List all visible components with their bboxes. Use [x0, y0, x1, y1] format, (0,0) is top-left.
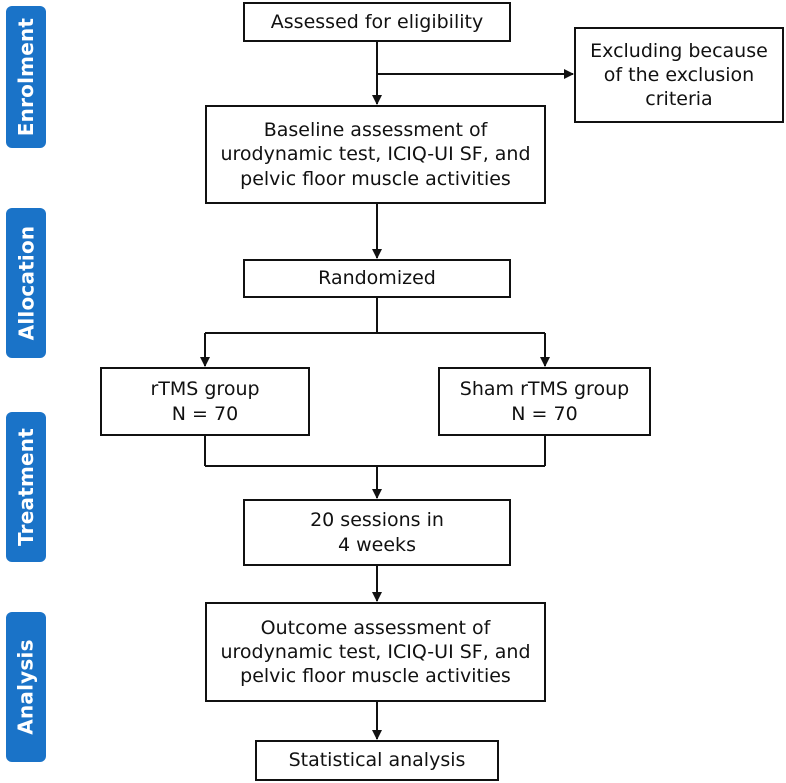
- phase-label-enrolment-text: Enrolment: [14, 17, 38, 137]
- phase-label-analysis-text: Analysis: [14, 639, 38, 735]
- box-randomized: Randomized: [243, 259, 511, 298]
- box-statistical-analysis: Statistical analysis: [255, 740, 499, 781]
- box-baseline-assessment: Baseline assessment of urodynamic test, …: [205, 105, 546, 204]
- box-outcome-assessment: Outcome assessment of urodynamic test, I…: [205, 602, 546, 702]
- phase-label-allocation: Allocation: [6, 208, 46, 358]
- box-sessions: 20 sessions in 4 weeks: [243, 499, 511, 566]
- box-rtms-group: rTMS group N = 70: [100, 367, 310, 436]
- box-assessed-for-eligibility: Assessed for eligibility: [243, 2, 511, 42]
- box-excluded: Excluding because of the exclusion crite…: [574, 27, 784, 123]
- phase-label-allocation-text: Allocation: [14, 225, 38, 341]
- phase-label-treatment-text: Treatment: [14, 428, 38, 546]
- phase-label-analysis: Analysis: [6, 612, 46, 762]
- phase-label-enrolment: Enrolment: [6, 6, 46, 148]
- phase-label-treatment: Treatment: [6, 412, 46, 562]
- box-sham-rtms-group: Sham rTMS group N = 70: [438, 367, 651, 436]
